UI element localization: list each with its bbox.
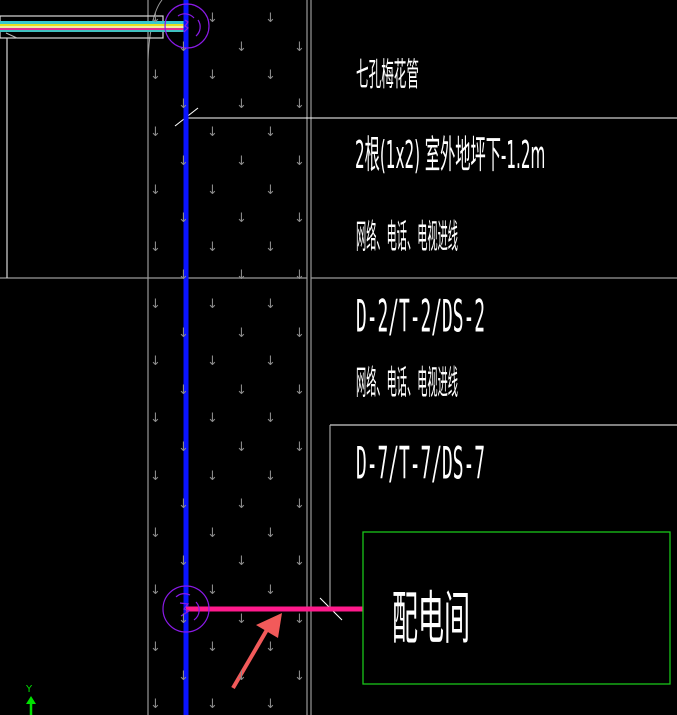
hatch-arrow-icon: ↓	[178, 39, 189, 55]
hatch-arrow-icon: ↓	[150, 640, 161, 656]
hatch-arrow-icon: ↓	[294, 554, 305, 570]
ucs-y-label: Y	[26, 684, 33, 695]
hatch-arrow-icon: ↓	[265, 182, 276, 198]
hatch-arrow-icon: ↓	[294, 668, 305, 684]
hatch-arrow-icon: ↓	[207, 525, 218, 541]
hatch-arrow-icon: ↓	[178, 96, 189, 112]
hatch-arrow-icon: ↓	[236, 154, 247, 169]
hatch-arrow-icon: ↓	[265, 468, 276, 484]
hatch-arrow-icon: ↓	[178, 611, 189, 627]
pipe-spec-label: 2根(1x2) 室外地坪下-1.2m	[355, 132, 546, 178]
hatch-arrow-icon: ↓	[178, 154, 189, 169]
hatch-arrow-icon: ↓	[207, 583, 218, 598]
hatch-arrow-icon: ↓	[236, 39, 247, 55]
riser-symbol-bottom[interactable]	[162, 585, 210, 633]
hatch-arrow-icon: ↓	[178, 211, 189, 227]
hatch-arrow-icon: ↓	[236, 440, 247, 455]
hatch-arrow-icon: ↓	[207, 297, 218, 312]
hatch-arrow-icon: ↓	[294, 497, 305, 513]
hatch-arrow-icon: ↓	[178, 497, 189, 513]
hatch-arrow-icon: ↓	[178, 268, 189, 284]
hatch-arrow-icon: ↓	[150, 697, 161, 713]
entry-lines-label-1: 网络、电话、电视进线	[356, 217, 459, 257]
cable-bundle	[0, 15, 186, 39]
hatch-arrow-icon: ↓	[150, 11, 161, 26]
hatch-arrow-icon: ↓	[265, 640, 276, 656]
hatch-arrow-icon: ↓	[150, 468, 161, 484]
hatch-arrow-icon: ↓	[236, 668, 247, 684]
hatch-arrow-icon: ↓	[265, 411, 276, 427]
hatch-arrow-icon: ↓	[265, 697, 276, 713]
hatch-arrow-icon: ↓	[265, 297, 276, 312]
room-name-label: 配电间	[392, 587, 471, 654]
hatch-arrow-icon: ↓	[207, 411, 218, 427]
hatch-arrow-icon: ↓	[150, 525, 161, 541]
hatch-arrow-icon: ↓	[265, 354, 276, 370]
hatch-arrow-icon: ↓	[236, 554, 247, 570]
hatch-arrow-icon: ↓	[178, 325, 189, 341]
hatch-arrow-icon: ↓	[207, 354, 218, 370]
hatch-arrow-icon: ↓	[150, 354, 161, 370]
hatch-arrow-icon: ↓	[294, 96, 305, 112]
hatch-arrow-icon: ↓	[150, 68, 161, 84]
hatch-arrow-icon: ↓	[236, 268, 247, 284]
hatch-arrow-icon: ↓	[150, 239, 161, 255]
hatch-arrow-icon: ↓	[236, 382, 247, 398]
hatch-arrow-icon: ↓	[207, 68, 218, 84]
circuit-code-label-2: D-7/T-7/DS-7	[356, 438, 485, 490]
hatch-arrow-icon: ↓	[178, 554, 189, 570]
hatch-arrow-icon: ↓	[207, 239, 218, 255]
hatch-arrow-icon: ↓	[294, 39, 305, 55]
hatch-arrow-icon: ↓	[178, 668, 189, 684]
hatch-arrow-icon: ↓	[236, 96, 247, 112]
wall-lines	[0, 0, 312, 715]
hatch-arrow-icon: ↓	[207, 182, 218, 198]
hatch-arrow-icon: ↓	[294, 211, 305, 227]
hatch-arrow-icon: ↓	[265, 583, 276, 598]
hatch-arrow-icon: ↓	[294, 154, 305, 169]
hatch-arrow-icon: ↓	[265, 239, 276, 255]
annotation-arrow	[231, 613, 282, 690]
room-outline-distribution[interactable]	[362, 531, 671, 685]
hatch-arrow-icon: ↓	[265, 525, 276, 541]
hatch-arrow-icon: ↓	[178, 382, 189, 398]
hatch-arrow-icon: ↓	[150, 411, 161, 427]
hatch-arrow-icon: ↓	[236, 497, 247, 513]
hatch-arrow-icon: ↓	[207, 125, 218, 141]
hatch-arrow-icon: ↓	[265, 68, 276, 84]
hatch-arrow-icon: ↓	[294, 382, 305, 398]
hatch-arrow-icon: ↓	[150, 125, 161, 141]
hatch-arrow-icon: ↓	[150, 182, 161, 198]
ucs-icon: Y	[22, 684, 42, 715]
hatch-arrow-icon: ↓	[236, 211, 247, 227]
hatch-arrow-icon: ↓	[150, 583, 161, 598]
hatch-arrow-icon: ↓	[294, 268, 305, 284]
riser-symbol-top[interactable]	[164, 3, 210, 49]
hatch-arrow-icon: ↓	[294, 611, 305, 627]
hatch-arrow-icon: ↓	[236, 325, 247, 341]
hatch-arrow-icon: ↓	[207, 697, 218, 713]
hatch-arrow-icon: ↓	[150, 297, 161, 312]
hatch-arrow-icon: ↓	[265, 11, 276, 26]
hatch-arrow-icon: ↓	[294, 325, 305, 341]
circuit-code-label-1: D-2/T-2/DS-2	[356, 291, 485, 343]
hatch-arrow-icon: ↓	[207, 640, 218, 656]
entry-lines-label-2: 网络、电话、电视进线	[356, 363, 459, 403]
pipe-type-label: 七孔梅花管	[356, 57, 419, 95]
hatch-arrow-icon: ↓	[207, 468, 218, 484]
hatch-arrow-icon: ↓	[178, 440, 189, 455]
hatch-arrow-icon: ↓	[294, 440, 305, 455]
hatch-arrow-icon: ↓	[207, 11, 218, 26]
hatch-arrow-icon: ↓	[265, 125, 276, 141]
hatch-arrow-icon: ↓	[236, 611, 247, 627]
